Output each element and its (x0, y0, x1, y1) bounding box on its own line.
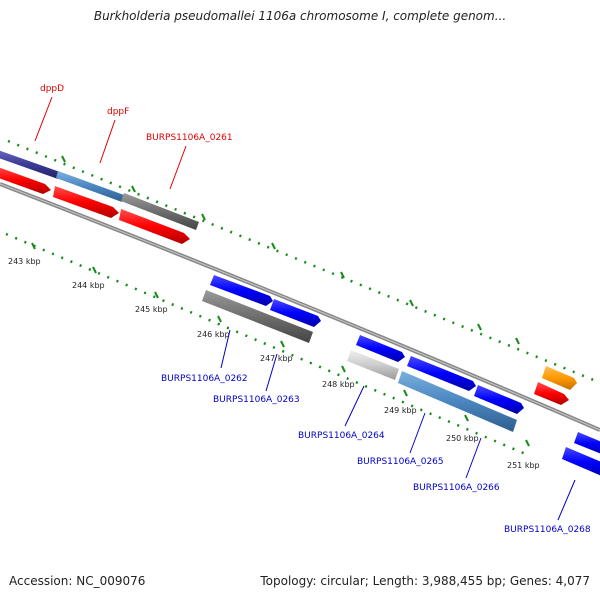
gene-orange[interactable] (542, 366, 577, 390)
gene-red-right[interactable] (534, 382, 569, 405)
kbp-label-251: 251 kbp (507, 461, 540, 470)
kbp-label-244: 244 kbp (72, 281, 105, 290)
kbp-label-246: 246 kbp (197, 330, 230, 339)
gene-right-blue-1[interactable] (574, 432, 600, 455)
label-BURPS1106A-0262[interactable]: BURPS1106A_0262 (161, 374, 248, 384)
gene-0264-blue[interactable] (356, 335, 405, 362)
gene-0261-upper-blue-2[interactable] (270, 299, 321, 327)
gene-0265-blue[interactable] (407, 356, 476, 391)
genome-backbone (0, 182, 600, 432)
label-dppD[interactable]: dppD (40, 84, 64, 94)
gene-0261-upper-blue-1[interactable] (210, 275, 273, 306)
label-BURPS1106A-0268[interactable]: BURPS1106A_0268 (504, 525, 591, 535)
gene-right-blue-2[interactable] (562, 447, 600, 477)
kbp-label-249: 249 kbp (384, 406, 417, 415)
kbp-label-243: 243 kbp (8, 257, 41, 266)
gene-red-2[interactable] (53, 186, 119, 218)
kbp-label-247: 247 kbp (260, 354, 293, 363)
gene-BURPS1106A-0261[interactable] (121, 193, 199, 230)
gene-light-gray[interactable] (347, 350, 399, 380)
genome-summary-text: Topology: circular; Length: 3,988,455 bp… (260, 574, 590, 588)
label-dppF[interactable]: dppF (107, 107, 129, 117)
kbp-label-248: 248 kbp (322, 380, 355, 389)
upper-tick-track (7, 139, 597, 383)
label-BURPS1106A-0261[interactable]: BURPS1106A_0261 (146, 133, 233, 143)
top-gene-labels: dppD dppF BURPS1106A_0261 (34, 84, 233, 190)
kbp-label-250: 250 kbp (446, 434, 479, 443)
label-BURPS1106A-0266[interactable]: BURPS1106A_0266 (413, 483, 500, 493)
gene-BURPS1106A-0262[interactable] (202, 290, 313, 343)
gene-red-1[interactable] (0, 166, 51, 194)
label-BURPS1106A-0263[interactable]: BURPS1106A_0263 (213, 395, 300, 405)
gene-dppF[interactable] (56, 171, 124, 202)
gene-BURPS1106A-0265[interactable] (398, 371, 517, 432)
kbp-labels: 243 kbp 244 kbp 245 kbp 246 kbp 247 kbp … (8, 257, 540, 470)
accession-text: Accession: NC_009076 (9, 574, 146, 588)
upper-gene-track (0, 149, 600, 455)
map-title: Burkholderia pseudomallei 1106a chromoso… (93, 9, 507, 23)
label-BURPS1106A-0265[interactable]: BURPS1106A_0265 (357, 457, 444, 467)
gene-0266-blue[interactable] (474, 385, 524, 414)
label-BURPS1106A-0264[interactable]: BURPS1106A_0264 (298, 431, 385, 441)
gene-red-3[interactable] (119, 209, 190, 244)
bottom-gene-labels: BURPS1106A_0262 BURPS1106A_0263 BURPS110… (161, 329, 591, 535)
gene-dppD[interactable] (0, 149, 60, 179)
lower-tick-track (5, 232, 530, 457)
lower-gene-track (0, 166, 600, 477)
kbp-label-245: 245 kbp (135, 305, 168, 314)
